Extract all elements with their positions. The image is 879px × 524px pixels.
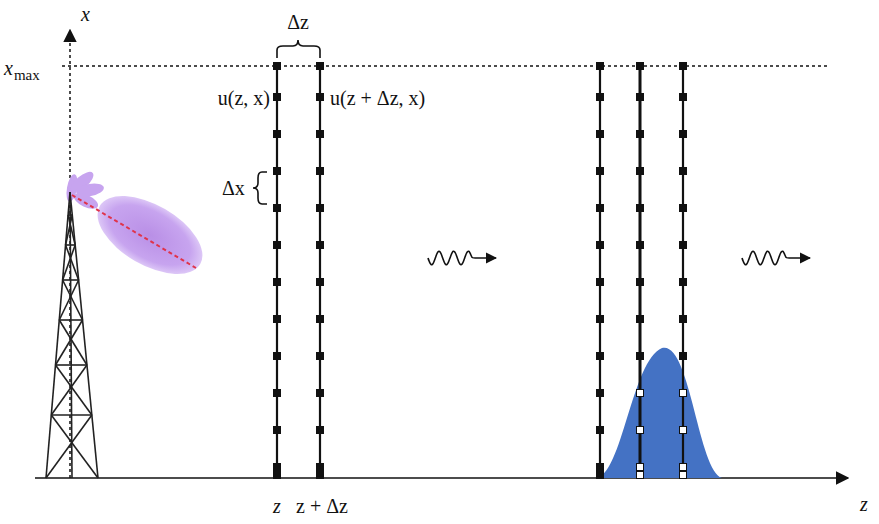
step-label: Δz [287, 12, 309, 32]
max-height-line [62, 65, 830, 67]
antenna-pattern [65, 168, 216, 290]
axis-label: x [4, 58, 13, 78]
axis-label: x [81, 4, 90, 24]
subscript-label: max [14, 68, 40, 83]
grid-columns [274, 63, 687, 479]
field-label: u(z + Δz, x) [330, 88, 425, 108]
step-label: Δx [222, 178, 245, 198]
position-label: z [273, 496, 281, 516]
tower [46, 192, 98, 478]
field-label: u(z, x) [218, 88, 270, 108]
delta-z-brace [277, 40, 320, 58]
axis-label: z [860, 494, 868, 514]
wave-arrows [428, 251, 810, 264]
terrain-hill [596, 348, 722, 478]
delta-x-brace [253, 172, 267, 204]
z-axis [35, 477, 848, 479]
position-label: z + Δz [296, 496, 348, 516]
